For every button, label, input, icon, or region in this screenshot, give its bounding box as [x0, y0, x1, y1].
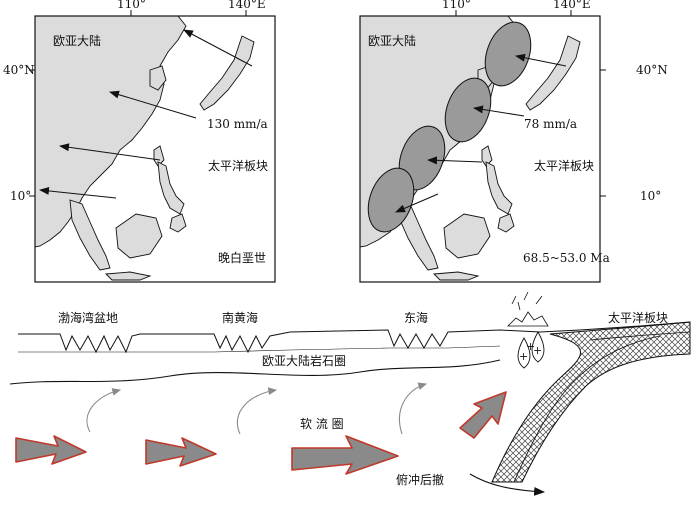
left-lon-tick-140: 140°E — [228, 0, 266, 11]
sulawesi-island — [169, 213, 187, 233]
java-island — [104, 271, 152, 281]
basin-label-east-china-sea: 东海 — [404, 310, 428, 325]
basin-label-south-yellow-sea: 南黄海 — [222, 310, 258, 325]
borneo-island — [115, 213, 163, 259]
svg-text:+: + — [519, 350, 528, 363]
right-continent-label: 欧亚大陆 — [368, 33, 416, 48]
asthenosphere-label: 软 流 圈 — [300, 417, 344, 431]
lithosphere-label: 欧亚大陆岩石圈 — [262, 353, 346, 368]
left-period-label: 晚白垩世 — [218, 250, 266, 265]
philippines-islands — [157, 161, 185, 215]
korea-peninsula — [149, 65, 167, 91]
subducting-slab — [491, 321, 691, 483]
right-lat-tick-40: 40°N — [636, 63, 668, 77]
section-plate-label: 太平洋板块 — [608, 310, 668, 325]
motion-arrow — [395, 193, 439, 213]
left-lat-tick-40: 40°N — [3, 63, 35, 77]
motion-arrow — [473, 105, 525, 117]
right-lon-tick-110: 110° — [442, 0, 471, 11]
deformation-ellipse — [444, 77, 492, 143]
motion-arrow — [59, 143, 161, 161]
borneo-island — [443, 213, 491, 259]
rollback-label: 俯冲后撤 — [396, 472, 444, 487]
right-map: 110° 140°E 40°N 10° 欧亚大陆 78 mm/a 太平洋板块 6… — [359, 0, 668, 283]
right-plate-label: 太平洋板块 — [534, 158, 594, 173]
left-rate-label: 130 mm/a — [207, 117, 268, 131]
volcanic-arc: + + + — [507, 291, 549, 369]
mantle-flow-arrow — [145, 437, 217, 467]
deformation-ellipse — [367, 167, 415, 233]
sulawesi-island — [497, 213, 515, 233]
basin-base — [18, 345, 501, 353]
left-map-frame — [34, 15, 276, 283]
motion-arrow — [515, 53, 567, 67]
motion-arrow — [427, 156, 483, 165]
left-map: 110° 140°E 40°N 10° 欧亚大陆 130 mm/a 太平洋板块 … — [3, 0, 276, 283]
right-lon-tick-140: 140°E — [553, 0, 591, 11]
cross-section: 渤海湾盆地 南黄海 东海 太平洋板块 欧亚大陆岩石圈 + + + 软 流 圈 — [9, 291, 691, 496]
deformation-ellipse — [484, 21, 532, 87]
left-lat-tick-10: 10° — [10, 189, 31, 203]
mantle-flow-arrow — [291, 435, 399, 475]
svg-text:+: + — [526, 340, 535, 353]
java-island — [432, 271, 480, 281]
mantle-flow-arrow — [15, 435, 87, 465]
lithosphere-base — [9, 359, 501, 385]
magma-drop — [517, 337, 531, 369]
right-map-frame — [359, 15, 601, 283]
upwelling-arrow — [398, 382, 428, 435]
right-rate-label: 78 mm/a — [524, 117, 577, 131]
upwelling-arrow — [236, 387, 278, 435]
motion-arrow — [183, 29, 253, 67]
malay-peninsula — [69, 199, 111, 271]
left-continent-label: 欧亚大陆 — [53, 33, 101, 48]
upwelling-arrow — [86, 388, 122, 433]
philippines-islands — [485, 161, 513, 215]
japan-island — [525, 35, 581, 111]
left-lon-tick-110: 110° — [117, 0, 146, 11]
basin-label-bohai: 渤海湾盆地 — [58, 310, 118, 325]
svg-text:+: + — [533, 344, 542, 357]
eurasia-landmass — [34, 15, 187, 248]
slab-inner-line — [513, 331, 691, 483]
left-plate-label: 太平洋板块 — [208, 158, 268, 173]
japan-island — [199, 35, 255, 111]
malay-peninsula — [397, 199, 439, 271]
right-period-label: 68.5~53.0 Ma — [523, 251, 610, 265]
motion-arrow — [39, 186, 117, 199]
motion-arrow — [109, 90, 197, 119]
mantle-flow-arrow — [459, 391, 507, 439]
right-lat-tick-10: 10° — [640, 189, 661, 203]
magma-drop — [531, 331, 545, 363]
rollback-arrow — [469, 473, 546, 496]
